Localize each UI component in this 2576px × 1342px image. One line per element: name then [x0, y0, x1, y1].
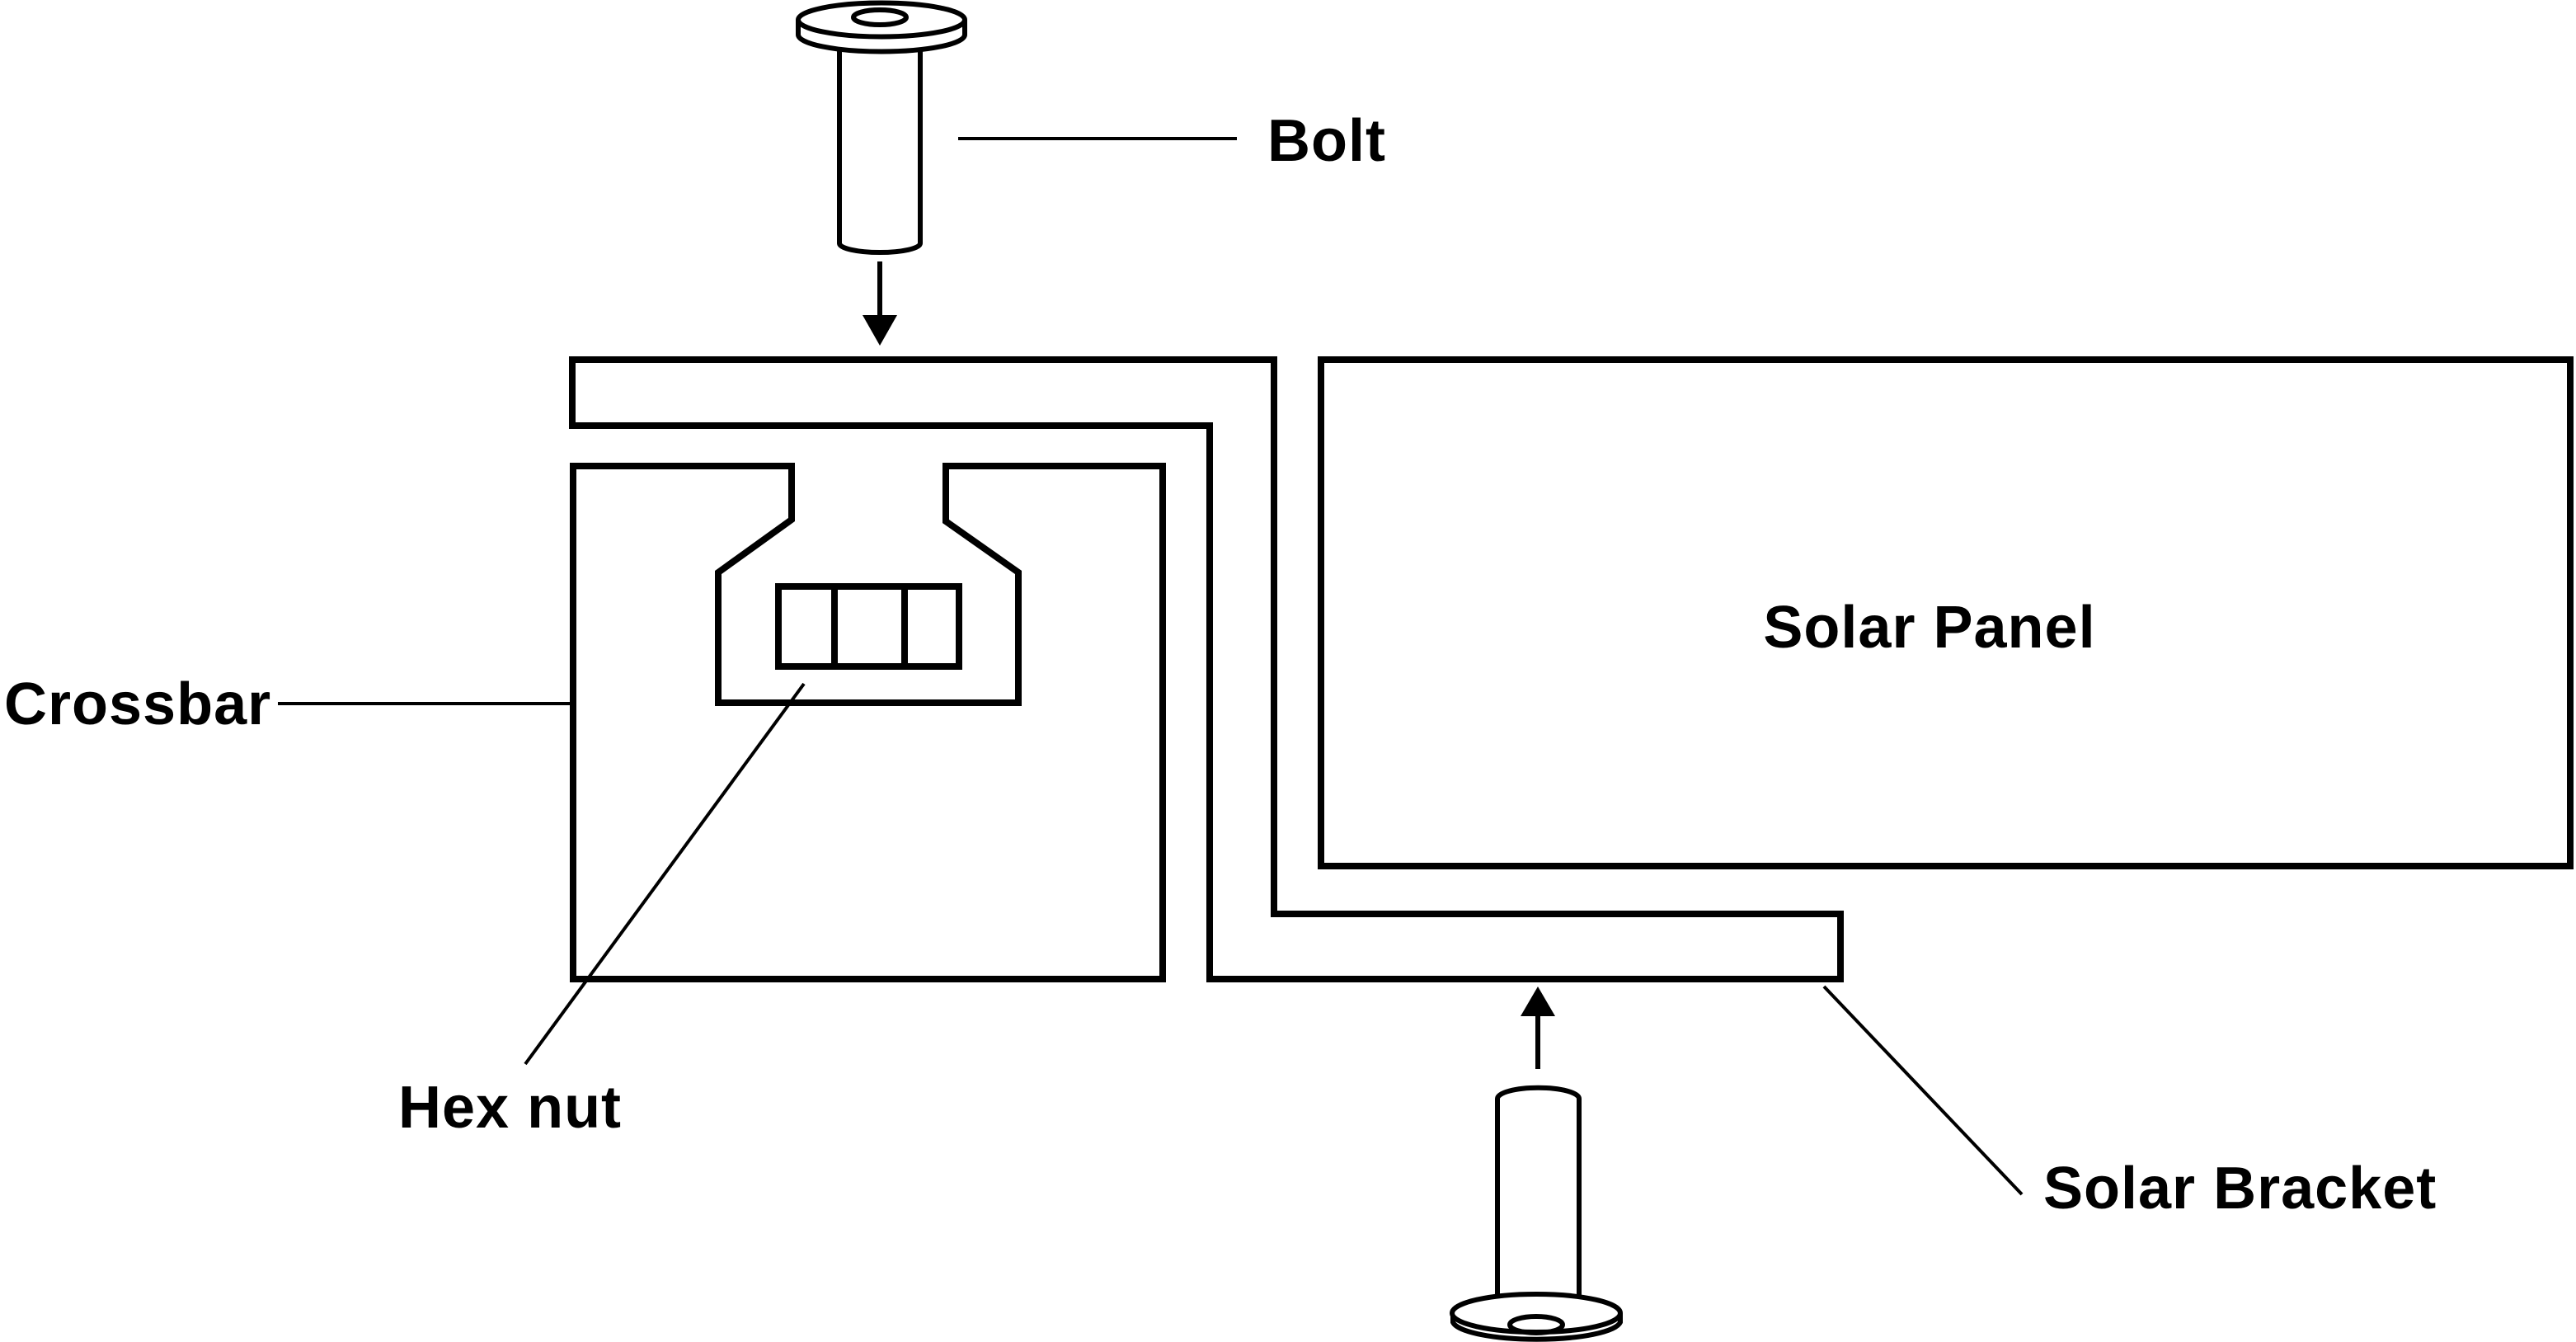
- crossbar-outline: [570, 463, 1166, 982]
- top-bolt-part: [796, 0, 967, 346]
- hex-nut-leader-line: [524, 682, 806, 1066]
- solar-bracket-outline: [569, 356, 1844, 982]
- top-bolt-head-hole: [851, 7, 909, 27]
- up-arrow-icon: [1521, 986, 1555, 1016]
- down-arrow-icon: [863, 315, 897, 346]
- solar-bracket-leader-line: [1822, 985, 2024, 1196]
- solar-bracket-part: [569, 356, 1844, 982]
- bottom-bolt-head-face: [1450, 1292, 1623, 1335]
- hex-nut-label: Hex nut: [398, 1075, 622, 1141]
- top-bolt-shank: [837, 43, 923, 255]
- solar-panel-outline: [1318, 356, 2574, 869]
- crossbar-label: Crossbar: [4, 671, 271, 737]
- bottom-bolt-part: [1450, 986, 1623, 1342]
- bottom-bolt-shank: [1495, 1085, 1582, 1295]
- solar-bracket-label: Solar Bracket: [2043, 1156, 2437, 1222]
- solar-panel-part: Solar Panel: [1318, 356, 2574, 869]
- bottom-bolt-head-hole: [1507, 1314, 1565, 1335]
- hex-nut-outline: [775, 583, 962, 670]
- crossbar-part: [570, 463, 1166, 982]
- hex-nut-part: [775, 583, 962, 670]
- solar-panel-label: Solar Panel: [1763, 595, 2095, 661]
- text-labels: Bolt Crossbar Hex nut Solar Bracket: [4, 108, 2437, 1222]
- top-bolt-head-face: [796, 0, 967, 40]
- leader-lines: [278, 137, 2024, 1196]
- bolt-label: Bolt: [1267, 108, 1386, 174]
